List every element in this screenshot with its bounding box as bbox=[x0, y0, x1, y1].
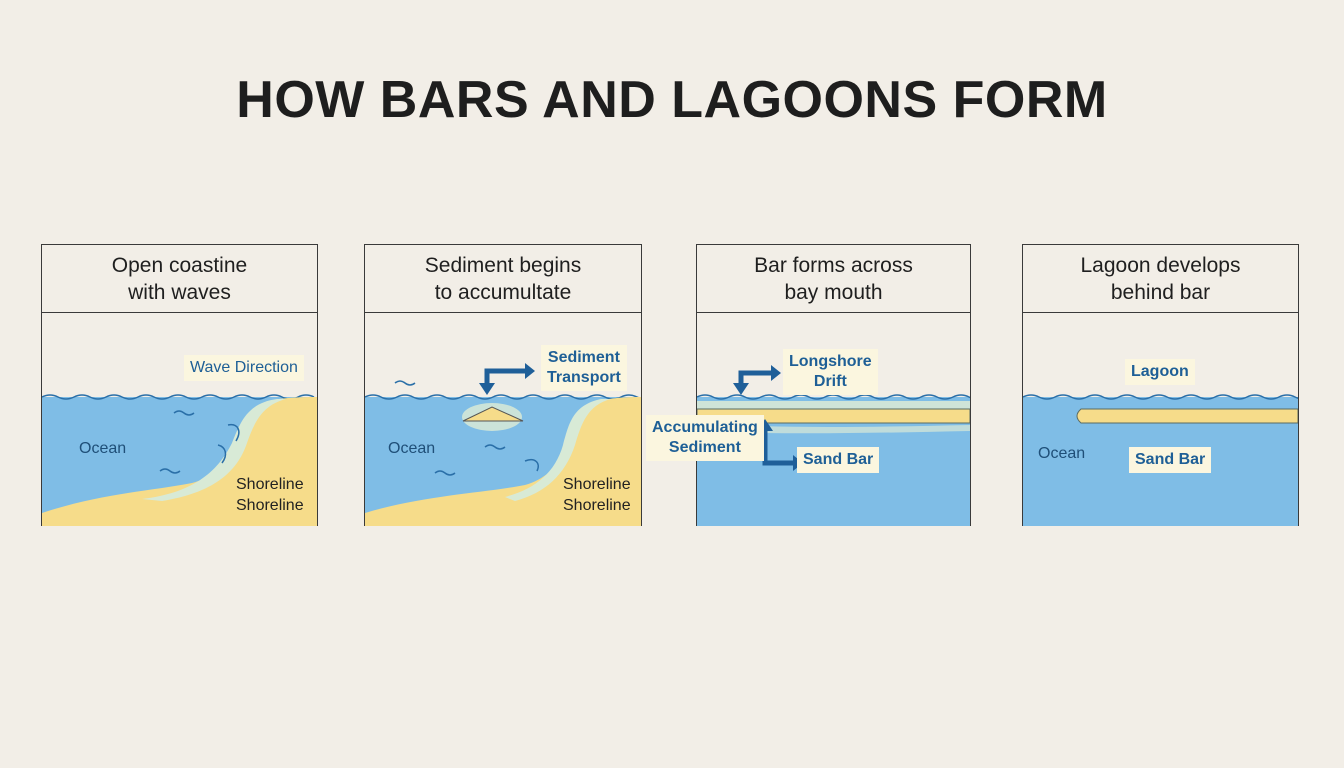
accumulating-sediment-line1: Accumulating bbox=[652, 419, 758, 436]
panel-heading: Bar forms across bay mouth bbox=[697, 245, 970, 313]
panel-heading-line2: with waves bbox=[128, 280, 231, 304]
longshore-drift-line1: Longshore bbox=[789, 353, 872, 370]
ocean-label: Ocean bbox=[388, 440, 436, 457]
coastline-scene: Wave Direction Ocean Shoreline Shoreline bbox=[42, 313, 317, 526]
panel-heading-line1: Sediment begins bbox=[424, 253, 582, 277]
panel-heading-line2: to accumultate bbox=[434, 280, 572, 304]
sediment-transport-label: Sediment Transport bbox=[541, 345, 627, 391]
panel-heading-line1: Lagoon develops bbox=[1080, 253, 1241, 277]
sand-bar-label: Sand Bar bbox=[1129, 447, 1212, 473]
lagoon-scene: Lagoon Ocean Sand Bar bbox=[1023, 313, 1298, 526]
coastline-illustration bbox=[42, 394, 317, 526]
panel-open-coastline: Open coastine with waves Wave Direction … bbox=[41, 244, 318, 526]
panel-heading-line1: Bar forms across bbox=[754, 253, 913, 277]
accumulating-sediment-label: Accumulating Sediment bbox=[646, 415, 764, 461]
lagoon-illustration bbox=[1023, 394, 1298, 526]
accumulating-sediment-line2: Sediment bbox=[668, 439, 741, 456]
sand-bar-label: Sand Bar bbox=[797, 447, 880, 473]
panel-bar-forms: Bar forms across bay mouth Longshore Dri… bbox=[696, 244, 971, 526]
page-title: HOW BARS AND LAGOONS FORM bbox=[236, 71, 1108, 129]
panel-heading: Lagoon develops behind bar bbox=[1023, 245, 1298, 313]
panel-heading-line2: behind bar bbox=[1110, 280, 1211, 304]
panel-heading: Open coastine with waves bbox=[42, 245, 317, 313]
shoreline-label: Shoreline bbox=[236, 497, 304, 514]
ocean-label: Ocean bbox=[1038, 445, 1086, 462]
longshore-drift-line2: Drift bbox=[813, 373, 847, 390]
panel-lagoon-develops: Lagoon develops behind bar Lagoon Ocean … bbox=[1022, 244, 1299, 526]
shoreline-label: Shoreline bbox=[236, 476, 304, 493]
panel-sediment-accumulates: Sediment begins to accumultate Sediment … bbox=[364, 244, 642, 526]
sediment-transport-line1: Sediment bbox=[547, 349, 620, 366]
longshore-drift-label: Longshore Drift bbox=[783, 349, 878, 395]
ocean-label: Ocean bbox=[79, 440, 127, 457]
wave-direction-label: Wave Direction bbox=[184, 355, 304, 381]
panel-heading-line2: bay mouth bbox=[784, 280, 883, 304]
lagoon-label: Lagoon bbox=[1125, 359, 1195, 385]
shoreline-label: Shoreline bbox=[563, 497, 631, 514]
panel-heading-line1: Open coastine bbox=[111, 253, 248, 277]
sediment-scene: Sediment Transport Ocean Shoreline Shore… bbox=[365, 313, 641, 526]
sediment-transport-line2: Transport bbox=[547, 369, 621, 386]
panel-heading: Sediment begins to accumultate bbox=[365, 245, 641, 313]
shoreline-label: Shoreline bbox=[563, 476, 631, 493]
sediment-illustration bbox=[365, 363, 641, 526]
